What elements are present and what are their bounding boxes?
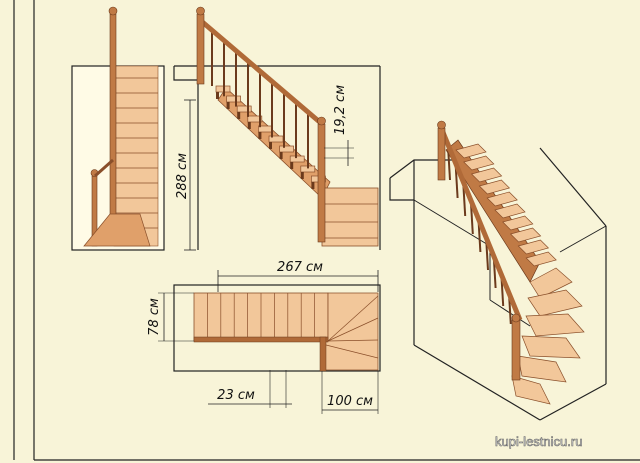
iso-winder-tread (527, 289, 583, 317)
riser-dimension-label: 19,2 см (333, 85, 348, 135)
front-step-riser (279, 152, 283, 159)
tread-offset-dimension-label: 23 см (217, 388, 255, 403)
front-step (279, 145, 294, 153)
front-step-riser (216, 92, 219, 99)
iso-step (463, 155, 495, 171)
front-step (226, 95, 241, 103)
front-elevation: 288 см 19,2 см (173, 6, 381, 251)
front-step-riser (290, 162, 294, 169)
iso-winder-tread (517, 355, 567, 383)
iso-winder-tread (511, 375, 551, 405)
iso-step (509, 227, 542, 243)
iso-step (502, 215, 534, 231)
isometric-view (389, 120, 607, 421)
front-step-riser (258, 132, 262, 139)
iso-step (455, 143, 487, 159)
front-step (289, 155, 305, 163)
front-step (236, 105, 252, 113)
iso-winder-tread (529, 267, 573, 299)
width-dimension-label: 78 см (147, 298, 162, 336)
height-dimension-label: 288 см (175, 153, 190, 199)
iso-step (486, 191, 518, 207)
site-watermark: kupi-lestnicu.ru (495, 434, 582, 449)
iso-winder-tread (521, 335, 581, 359)
front-step-riser (237, 112, 241, 119)
front-step-riser (226, 102, 230, 109)
iso-step (525, 251, 557, 267)
front-step-riser (300, 172, 304, 179)
plan-view: 267 см 78 см 23 см 100 см (147, 260, 381, 414)
iso-step (470, 167, 503, 183)
side-view (71, 6, 165, 251)
front-step (247, 115, 263, 123)
total-length-dimension-label: 267 см (277, 260, 323, 275)
iso-step (517, 239, 550, 255)
front-step-riser (269, 142, 272, 149)
front-step-riser (311, 182, 315, 189)
iso-step (478, 179, 511, 195)
landing-length-dimension-label: 100 см (327, 394, 373, 409)
front-step-riser (247, 122, 251, 129)
iso-winder-tread (525, 313, 585, 337)
iso-step (494, 203, 526, 219)
